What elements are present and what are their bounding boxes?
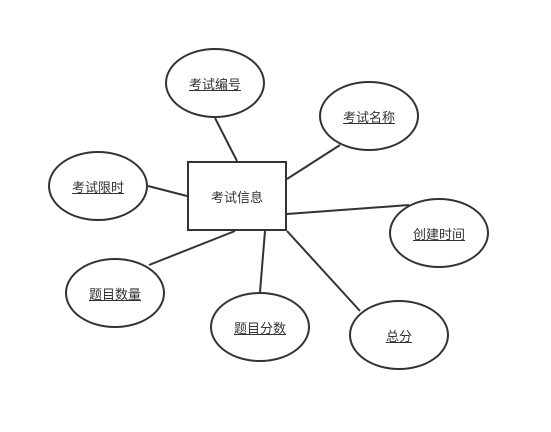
attribute-total-score[interactable]: 总分 [349, 300, 449, 370]
attribute-time-limit[interactable]: 考试限时 [48, 151, 148, 221]
attribute-label-create-time: 创建时间 [412, 227, 465, 243]
connector-exam-name [286, 144, 341, 180]
connector-total-score [286, 230, 361, 312]
attribute-label-question-count: 题目数量 [88, 287, 141, 303]
attribute-label-exam-name: 考试名称 [342, 110, 395, 126]
connector-create-time [286, 204, 410, 215]
connector-time-limit [147, 185, 188, 197]
connector-question-score [259, 230, 266, 293]
attribute-exam-name[interactable]: 考试名称 [319, 81, 419, 151]
attribute-label-total-score: 总分 [385, 329, 412, 345]
connector-question-count [148, 230, 236, 266]
attribute-question-count[interactable]: 题目数量 [65, 258, 165, 328]
entity-label: 考试信息 [210, 190, 263, 206]
attribute-label-time-limit: 考试限时 [71, 180, 124, 196]
attribute-exam-id[interactable]: 考试编号 [165, 48, 265, 118]
attribute-question-score[interactable]: 题目分数 [210, 292, 310, 362]
attribute-label-question-score: 题目分数 [233, 321, 286, 337]
attribute-create-time[interactable]: 创建时间 [389, 198, 489, 268]
attribute-label-exam-id: 考试编号 [188, 77, 241, 93]
connector-exam-id [214, 117, 238, 162]
entity-exam-info[interactable]: 考试信息 [187, 161, 287, 231]
